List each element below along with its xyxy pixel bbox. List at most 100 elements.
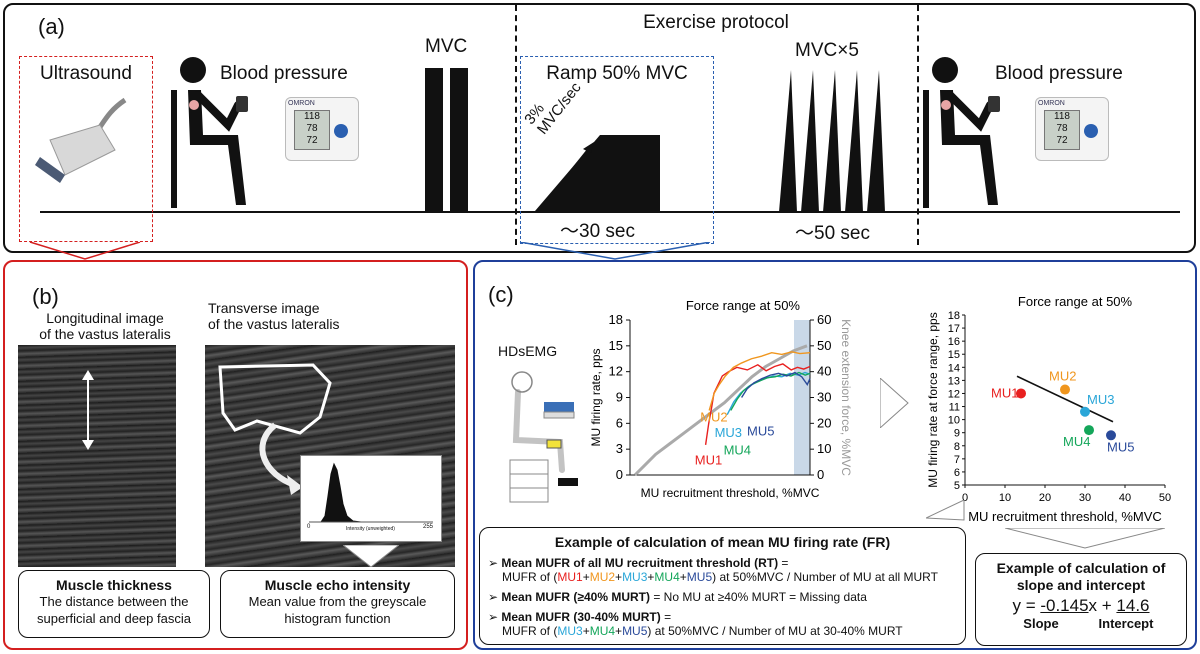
muscle-thickness-title: Muscle thickness (56, 577, 172, 593)
plus-1: + (582, 570, 590, 584)
blood-pressure-label-post: Blood pressure (995, 63, 1123, 84)
chart1-y-tick-label: 12 (609, 364, 623, 379)
mu4-text: MU4 (654, 570, 680, 584)
plus-2: + (615, 570, 623, 584)
chart1-y-tick-label: 9 (616, 390, 623, 405)
mvc-label: MVC (425, 36, 468, 57)
panel-a (3, 3, 1196, 253)
slope-box-title-2: slope and intercept (1016, 577, 1146, 593)
panel-b-label: (b) (32, 284, 59, 309)
chart2-y-label: MU firing rate at force range, pps (926, 312, 940, 487)
chart1-y2-label: Knee extension force, %MVC (839, 319, 853, 476)
longitudinal-ultrasound-image (18, 345, 176, 567)
chart2-y-tick-label: 11 (949, 402, 960, 414)
muscle-thickness-desc-1: The distance between the (39, 594, 189, 609)
series-line-mu4 (730, 371, 811, 411)
panel-c (473, 260, 1197, 650)
chart1-y-tick-label: 6 (616, 415, 623, 430)
chart2-y-tick-label: 14 (948, 362, 960, 374)
chart2-y-tick-label: 8 (954, 441, 960, 453)
plus-5: + (582, 624, 590, 638)
mvc-x5-label: MVC×5 (795, 40, 859, 61)
transverse-roi-overlay (218, 363, 332, 495)
chart1-y2-tick-label: 30 (817, 390, 831, 405)
point-label-mu4: MU4 (1063, 434, 1090, 449)
panel-c-label: (c) (488, 282, 514, 307)
mu3-text: MU3 (622, 570, 648, 584)
chart1-y2-tick-label: 0 (817, 467, 824, 482)
regression-chart: Force range at 50%5678910111213141516171… (926, 294, 1171, 524)
chart1-y2-tick-label: 10 (817, 441, 831, 456)
right-arrow-icon (880, 378, 909, 428)
longitudinal-title: Longitudinal image of the vastus lateral… (30, 310, 180, 342)
chart2-x-tick-label: 20 (1039, 492, 1051, 504)
chart2-y-tick-label: 12 (948, 388, 960, 400)
mu1-text: MU1 (557, 570, 583, 584)
chart2-x-tick-label: 50 (1159, 492, 1171, 504)
eq-intercept: 14.6 (1116, 596, 1150, 615)
series-label-mu2: MU2 (700, 410, 727, 425)
protocol-divider-left (515, 5, 517, 245)
firing-rate-chart: Force range at 50%0369121518010203040506… (589, 298, 853, 500)
chart1-y2-tick-label: 40 (817, 364, 831, 379)
plus-6: + (615, 624, 623, 638)
calc-line-2-rest: = No MU at ≥40% MURT = Missing data (649, 590, 867, 604)
chart1-y2-tick-label: 50 (817, 338, 831, 353)
blood-pressure-monitor-icon: OMRON 118 78 72 (285, 97, 359, 161)
regression-equation: y = -0.145x + 14.6 (976, 596, 1186, 616)
muscle-thickness-box: Muscle thickness The distance between th… (18, 570, 210, 638)
mvc-bar-1 (425, 68, 443, 211)
bp-button (334, 124, 348, 138)
muscle-thickness-desc-2: superficial and deep fascia (37, 611, 191, 626)
eq-prefix: y = (1012, 596, 1041, 615)
calc-line-1: ➢ Mean MUFR of all MU recruitment thresh… (488, 556, 957, 570)
chart2-x-tick-label: 0 (962, 492, 968, 504)
chart1-y-label: MU firing rate, pps (589, 348, 603, 446)
chart2-title: Force range at 50% (1018, 294, 1133, 309)
calc-line-2-bold: Mean MUFR (≥40% MURT) (501, 590, 650, 604)
force-range-band (794, 320, 810, 475)
eq-mid: x + (1088, 596, 1117, 615)
bullet-arrow-icon-2: ➢ (488, 590, 502, 604)
timeline-axis (40, 211, 1180, 213)
point-label-mu2: MU2 (1049, 369, 1076, 384)
point-label-mu5: MU5 (1107, 439, 1134, 454)
point-mu1 (1016, 388, 1026, 399)
bp-reading-sys-2: 118 (1054, 111, 1070, 122)
chart2-y-tick-label: 16 (948, 336, 960, 348)
exercise-protocol-title: Exercise protocol (643, 12, 789, 33)
series-line-mu2 (708, 351, 811, 411)
bullet-arrow-icon-3: ➢ (488, 610, 502, 624)
chart1-x-label: MU recruitment threshold, %MVC (641, 486, 820, 500)
bp-screen-2: 118 78 72 (1044, 110, 1080, 150)
histogram-chart (309, 462, 433, 523)
chart2-x-tick-label: 40 (1119, 492, 1131, 504)
muscle-echo-box: Muscle echo intensity Mean value from th… (220, 570, 455, 638)
point-mu4 (1084, 425, 1094, 436)
mu5-text-2: MU5 (622, 624, 648, 638)
transverse-title-1: Transverse image (208, 300, 320, 316)
bp-reading-sys: 118 (304, 111, 320, 122)
mean-fr-calc-box: Example of calculation of mean MU firing… (479, 527, 966, 645)
blood-pressure-monitor-icon-2: OMRON 118 78 72 (1035, 97, 1109, 161)
histogram-down-arrow-icon (343, 545, 399, 567)
mu4-text-2: MU4 (589, 624, 616, 638)
histogram-axis-max: 255 (423, 524, 434, 530)
muscle-echo-desc-2: histogram function (284, 611, 391, 626)
calc-line-1b-post: ) at 50%MVC / Number of MU at all MURT (712, 570, 938, 584)
histogram-box: 0 Intensity (unweighted) 255 (300, 455, 442, 542)
plus-3: + (647, 570, 655, 584)
ultrasound-frame (19, 56, 153, 242)
chart2-x-tick-label: 30 (1079, 492, 1091, 504)
calc-line-1-eq: = (778, 556, 789, 570)
series-label-mu5: MU5 (747, 423, 774, 438)
regression-line (1016, 375, 1114, 423)
point-mu5 (1106, 430, 1116, 441)
longitudinal-title-1: Longitudinal image (46, 310, 164, 326)
hdsemg-label: HDsEMG (498, 343, 558, 359)
chart2-x-tick-label: 10 (999, 492, 1011, 504)
mu3-text-2: MU3 (557, 624, 583, 638)
point-label-mu1: MU1 (991, 385, 1018, 400)
calc-line-3b: MUFR of (MU3+MU4+MU5) at 50%MVC / Number… (488, 624, 957, 638)
protocol-divider-right (917, 5, 919, 245)
